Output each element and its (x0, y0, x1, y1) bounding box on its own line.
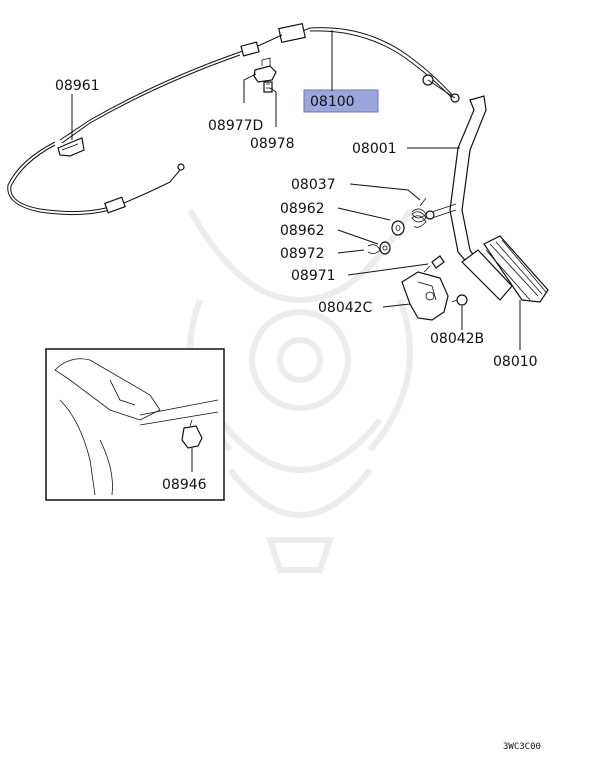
pedal-pad-08010 (461, 235, 549, 303)
return-spring-08037 (411, 197, 427, 228)
label-08961: 08961 (55, 78, 100, 94)
label-08972: 08972 (280, 246, 325, 262)
pedal-arm-08001 (425, 95, 487, 267)
diagram-code: 3WC3C00 (503, 742, 541, 752)
leader-lines (71, 30, 521, 472)
clip-08972 (367, 244, 381, 254)
label-08962-a: 08962 (280, 201, 325, 217)
label-08962-b: 08962 (280, 223, 325, 239)
label-08010: 08010 (493, 354, 538, 370)
label-08978: 08978 (250, 136, 295, 152)
washer-08962-b (379, 241, 391, 255)
highlight-box (303, 89, 379, 113)
label-08977D: 08977D (208, 118, 263, 134)
part-labels: 08961 08100 08977D 08978 08001 08037 089… (55, 78, 541, 752)
bolt-08978 (263, 81, 273, 93)
inset-detail (45, 348, 225, 501)
cable-clip-08961 (57, 137, 85, 157)
accelerator-cable (7, 22, 460, 216)
screw-08971 (423, 255, 445, 273)
cable-clamp-08977D (253, 57, 277, 83)
label-08042C: 08042C (318, 300, 373, 316)
label-08100: 08100 (310, 94, 355, 110)
label-08037: 08037 (291, 177, 336, 193)
label-08001: 08001 (352, 141, 397, 157)
washer-08962-a (391, 220, 405, 236)
stopper-bracket-08042C (401, 271, 449, 321)
label-08971: 08971 (291, 268, 336, 284)
label-08946: 08946 (162, 477, 207, 493)
label-08042B: 08042B (430, 331, 484, 347)
stopper-08042B (451, 294, 468, 306)
